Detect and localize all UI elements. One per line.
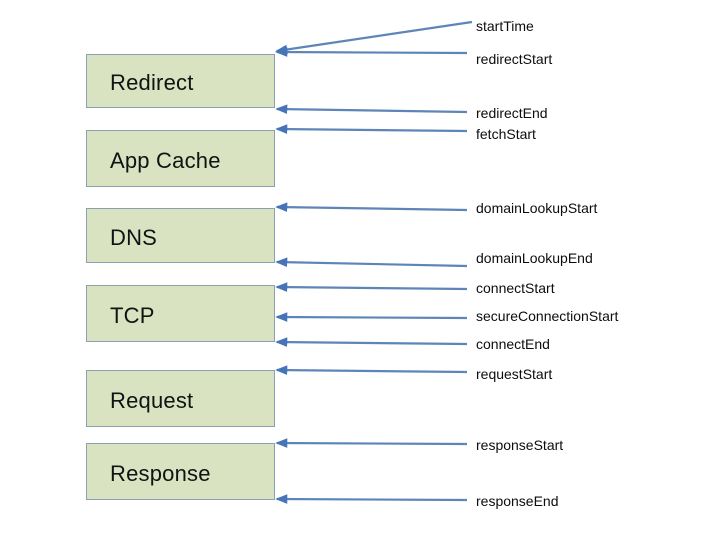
arrow-responseEnd	[275, 494, 468, 504]
phase-label: Request	[110, 387, 194, 413]
arrow-requestStart	[275, 365, 468, 375]
event-label-domainLookupStart: domainLookupStart	[476, 200, 598, 216]
event-label-domainLookupEnd: domainLookupEnd	[476, 250, 593, 266]
event-label-responseStart: responseStart	[476, 437, 564, 453]
phase-label: App Cache	[110, 147, 221, 173]
phase-box-tcp: TCP	[86, 285, 275, 342]
arrow-fetchStart	[275, 124, 468, 134]
event-label-connectStart: connectStart	[476, 280, 555, 296]
event-label-secureConnectionStart: secureConnectionStart	[476, 308, 619, 324]
event-label-responseEnd: responseEnd	[476, 493, 559, 509]
phase-label: Redirect	[110, 70, 194, 95]
event-label-connectEnd: connectEnd	[476, 336, 550, 352]
event-label-requestStart: requestStart	[476, 366, 553, 382]
arrow-connectEnd	[275, 337, 468, 347]
arrow-secureConnectionStart	[275, 312, 468, 322]
phase-box-app-cache: App Cache	[86, 130, 275, 187]
event-label-startTime: startTime	[476, 18, 534, 34]
arrow-domainLookupStart	[275, 202, 468, 213]
event-label-redirectEnd: redirectEnd	[476, 105, 548, 121]
phase-box-request: Request	[86, 370, 275, 427]
phase-label: TCP	[110, 302, 155, 328]
event-label-fetchStart: fetchStart	[476, 126, 536, 142]
phase-label: Response	[110, 460, 211, 486]
arrow-responseStart	[275, 438, 468, 448]
arrow-redirectEnd	[275, 104, 468, 115]
event-label-redirectStart: redirectStart	[476, 51, 553, 67]
arrow-redirectStart	[275, 47, 468, 57]
phase-box-redirect: Redirect	[86, 54, 275, 108]
phase-box-response: Response	[86, 443, 275, 500]
phase-box-dns: DNS	[86, 208, 275, 263]
arrow-startTime	[275, 20, 473, 55]
arrow-connectStart	[275, 282, 468, 292]
phase-label: DNS	[110, 224, 158, 250]
arrow-domainLookupEnd	[275, 257, 468, 268]
